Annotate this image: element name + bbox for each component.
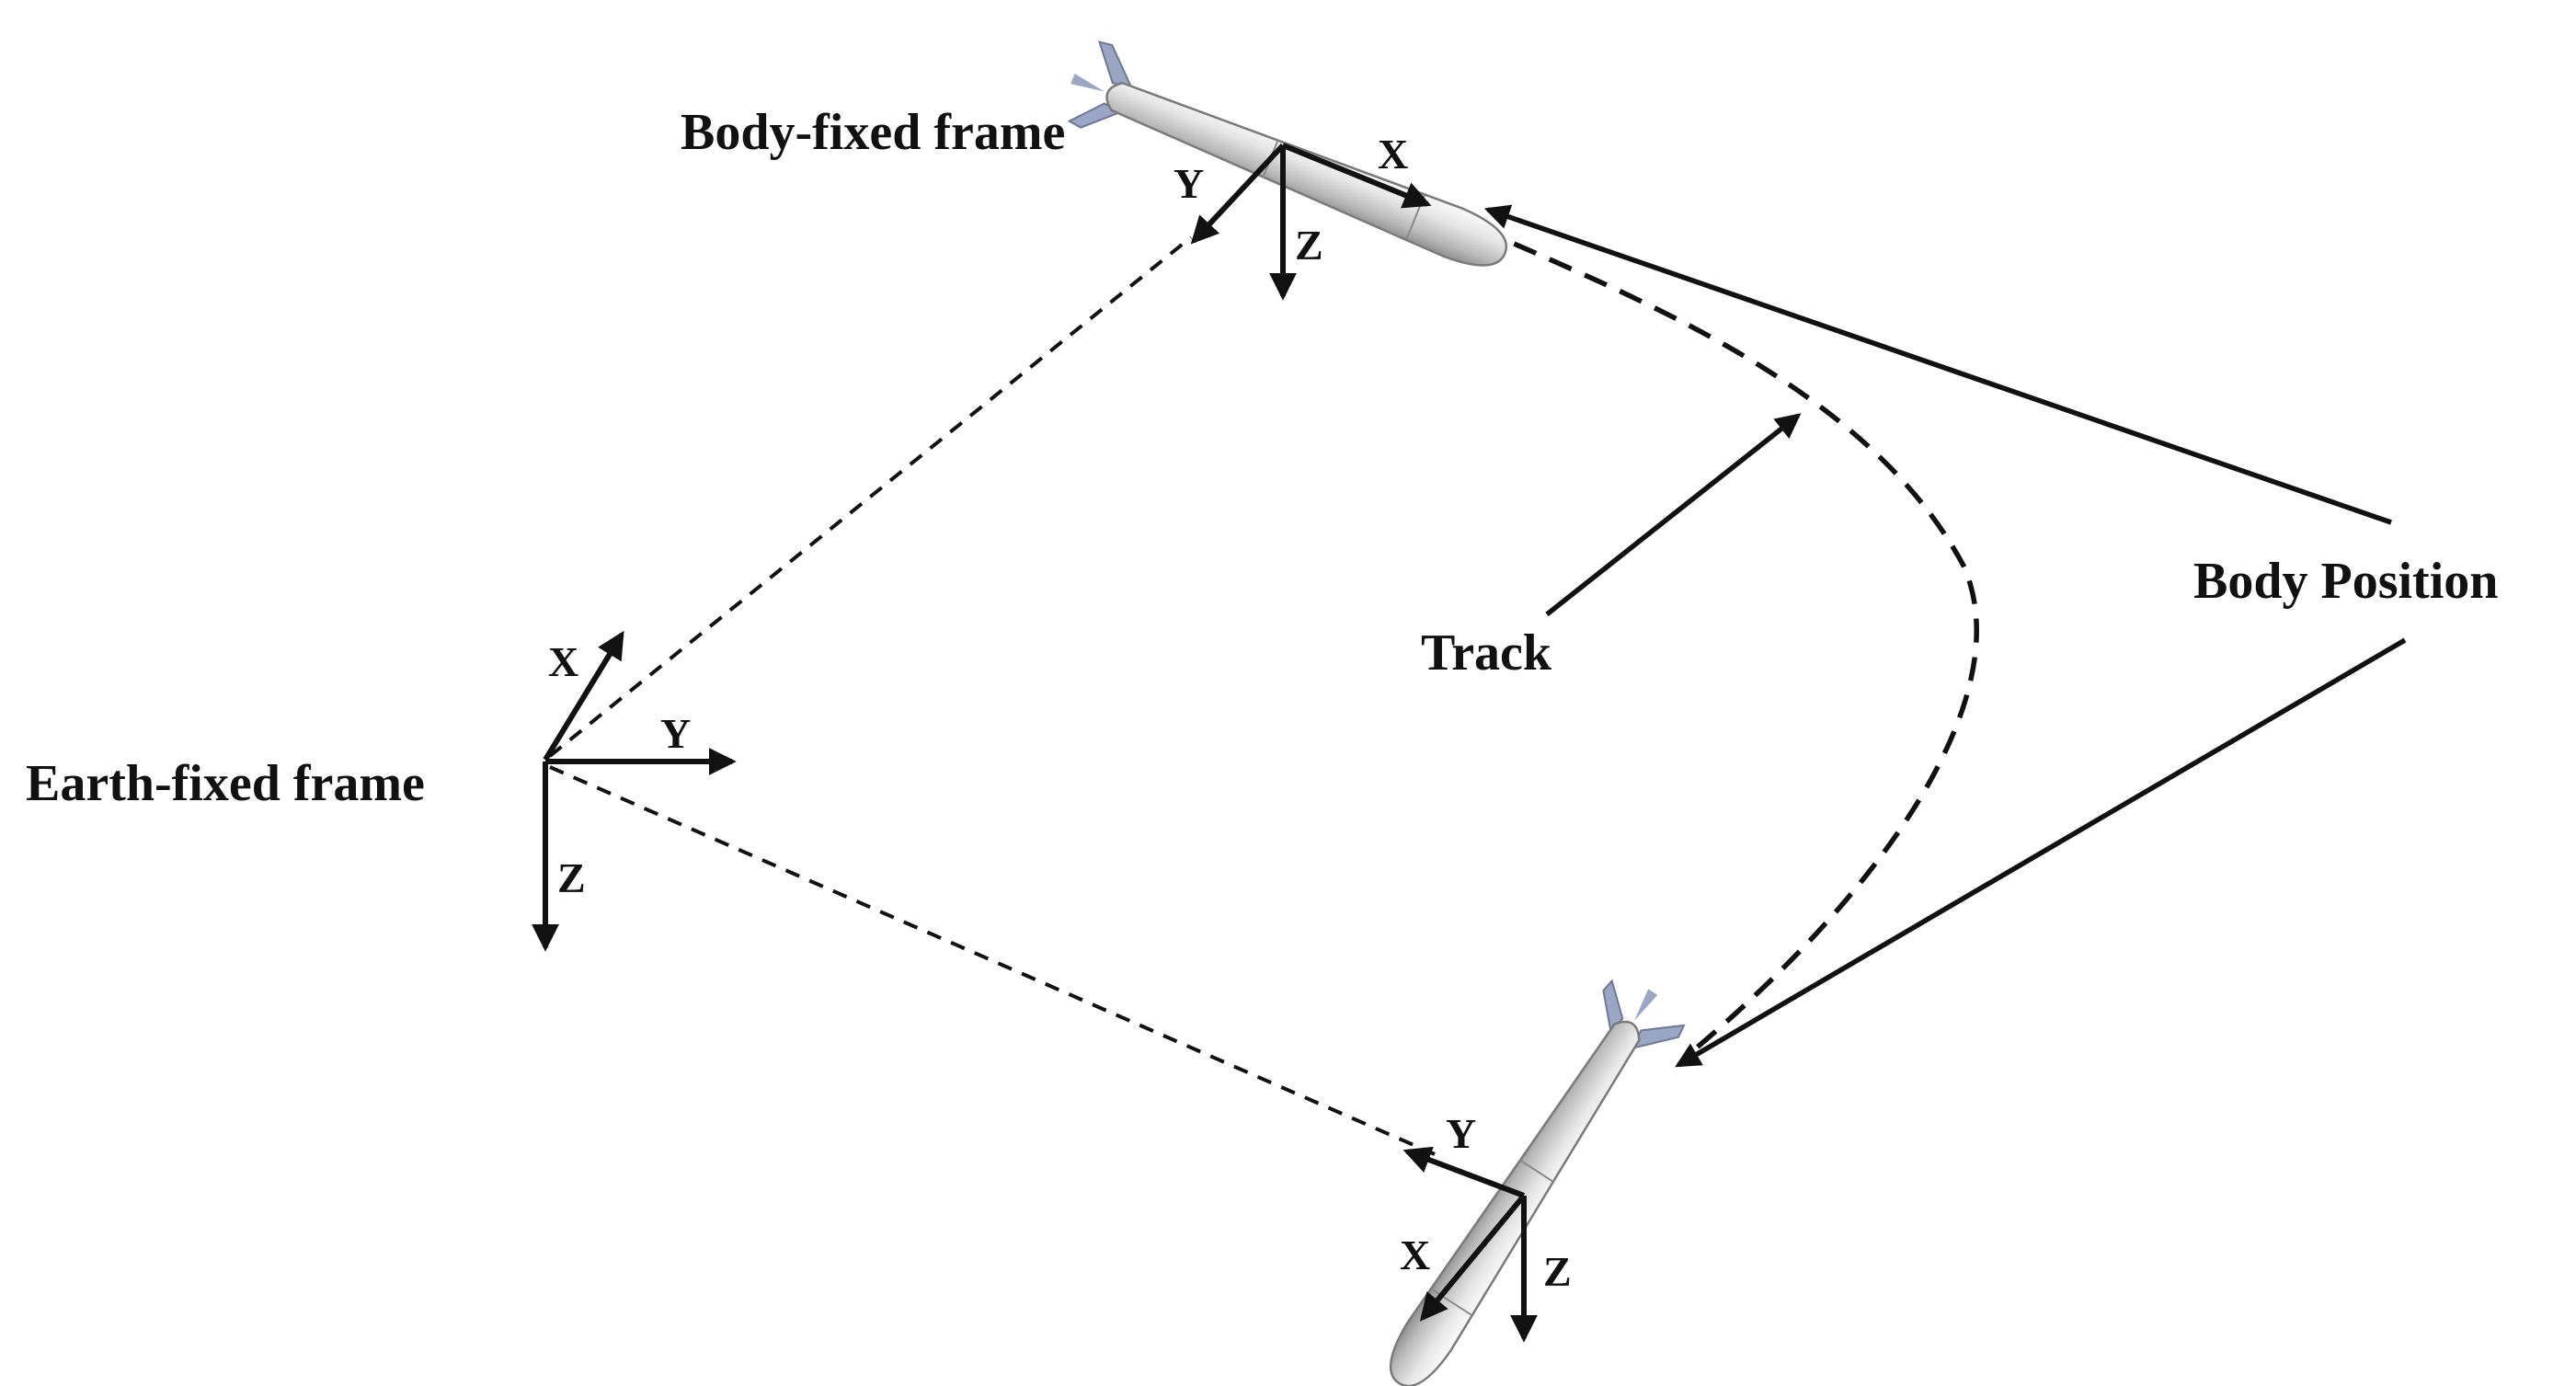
body-bottom-x-label: X xyxy=(1400,1231,1430,1278)
body-top-y-axis xyxy=(1190,143,1286,245)
body-bottom-y-axis xyxy=(1402,1146,1526,1198)
body-top-y-label: Y xyxy=(1174,160,1204,207)
underwater-vehicle-icon xyxy=(1389,979,1686,1386)
body-bottom-y-label: Y xyxy=(1446,1110,1476,1157)
bottom-vehicle xyxy=(1389,979,1686,1386)
track-pointer-arrow xyxy=(1545,413,1802,617)
body-position-pointer-top xyxy=(1483,204,2392,525)
body-position-label: Body Position xyxy=(2193,553,2498,610)
body-bottom-z-label: Z xyxy=(1543,1248,1572,1295)
earth-fixed-frame-label: Earth-fixed frame xyxy=(26,755,425,812)
body-frame-axes-top xyxy=(1190,143,1432,301)
body-top-z-label: Z xyxy=(1295,222,1323,269)
earth-x-label: X xyxy=(548,638,578,685)
earth-y-label: Y xyxy=(660,710,691,757)
position-line-bottom xyxy=(549,765,1436,1156)
top-vehicle xyxy=(1067,40,1508,267)
body-fixed-frame-label: Body-fixed frame xyxy=(681,104,1065,161)
earth-x-axis xyxy=(543,630,624,762)
track-label: Track xyxy=(1421,624,1552,682)
body-top-x-axis xyxy=(1281,143,1432,209)
body-top-x-label: X xyxy=(1378,131,1408,178)
body-bottom-x-axis xyxy=(1419,1194,1527,1322)
position-line-top xyxy=(548,235,1193,758)
underwater-vehicle-icon xyxy=(1067,40,1508,267)
body-position-pointer-bottom xyxy=(1675,637,2407,1068)
track-curve xyxy=(1477,225,1979,1060)
earth-frame-axes xyxy=(532,630,737,952)
earth-z-label: Z xyxy=(557,854,586,901)
body-frame-axes-bottom xyxy=(1402,1146,1538,1343)
